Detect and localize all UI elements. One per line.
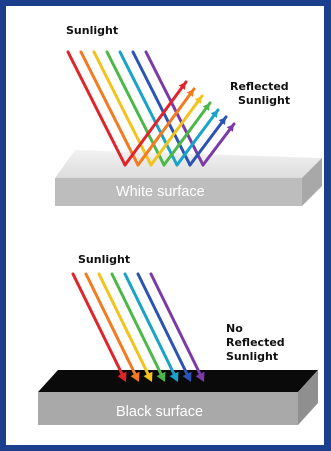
red-absorbed-ray	[73, 274, 123, 376]
bottom-sunlight-label: Sunlight	[78, 253, 130, 266]
cyan-absorbed-ray	[125, 274, 175, 376]
yellow-absorbed-ray	[99, 274, 149, 376]
no-reflected-label-line2: Reflected	[226, 336, 285, 349]
top-incident-rays	[68, 52, 203, 165]
top-sunlight-label: Sunlight	[66, 24, 118, 37]
no-reflected-label-line1: No	[226, 322, 243, 335]
violet-absorbed-ray	[151, 274, 201, 376]
reflected-label-line1: Reflected	[230, 80, 289, 93]
blue-absorbed-ray	[138, 274, 188, 376]
bottom-absorbed-rays	[73, 274, 204, 382]
orange-absorbed-ray	[86, 274, 136, 376]
reflected-label-line2: Sunlight	[238, 94, 290, 107]
black-surface-label: Black surface	[116, 404, 203, 420]
no-reflected-label-line3: Sunlight	[226, 350, 278, 363]
white-surface-label: White surface	[116, 184, 205, 200]
green-absorbed-ray	[112, 274, 162, 376]
